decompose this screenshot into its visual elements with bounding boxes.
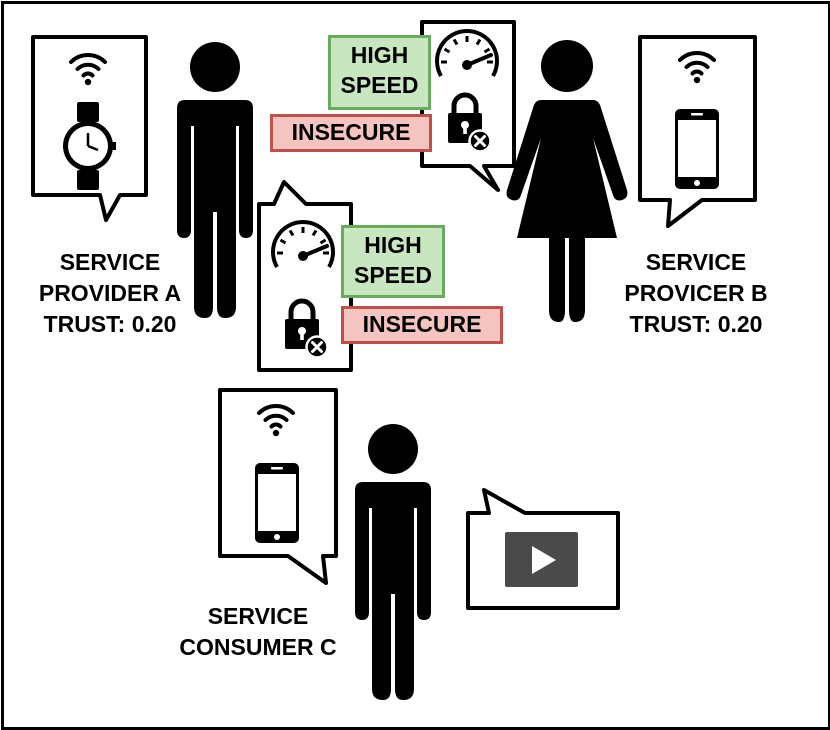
provider-a-label: SERVICE PROVIDER A TRUST: 0.20	[10, 247, 210, 340]
consumer-c-request-bubble	[466, 488, 620, 610]
high-speed-tag: HIGH SPEED	[328, 35, 431, 110]
person-icon	[355, 424, 431, 700]
smartphone-icon	[255, 463, 299, 543]
provider-b-device-bubble	[638, 35, 757, 228]
provider-b-offer-bubble	[420, 20, 516, 192]
provider-a-offer-bubble	[257, 180, 353, 372]
provider-b-trust: TRUST: 0.20	[629, 311, 763, 337]
smartphone-icon	[675, 109, 719, 189]
provider-b-label: SERVICE PROVICER B TRUST: 0.20	[596, 247, 796, 340]
consumer-c-label: SERVICE CONSUMER C	[179, 603, 337, 660]
provider-a-trust: TRUST: 0.20	[43, 311, 177, 337]
insecure-tag: INSECURE	[341, 306, 503, 344]
provider-a-device-bubble	[31, 35, 148, 222]
watch-icon	[63, 102, 116, 190]
video-play-icon	[505, 532, 578, 587]
woman-icon	[506, 40, 628, 322]
high-speed-tag: HIGH SPEED	[341, 225, 445, 298]
insecure-tag: INSECURE	[270, 114, 432, 152]
consumer-c-device-bubble	[218, 388, 338, 585]
